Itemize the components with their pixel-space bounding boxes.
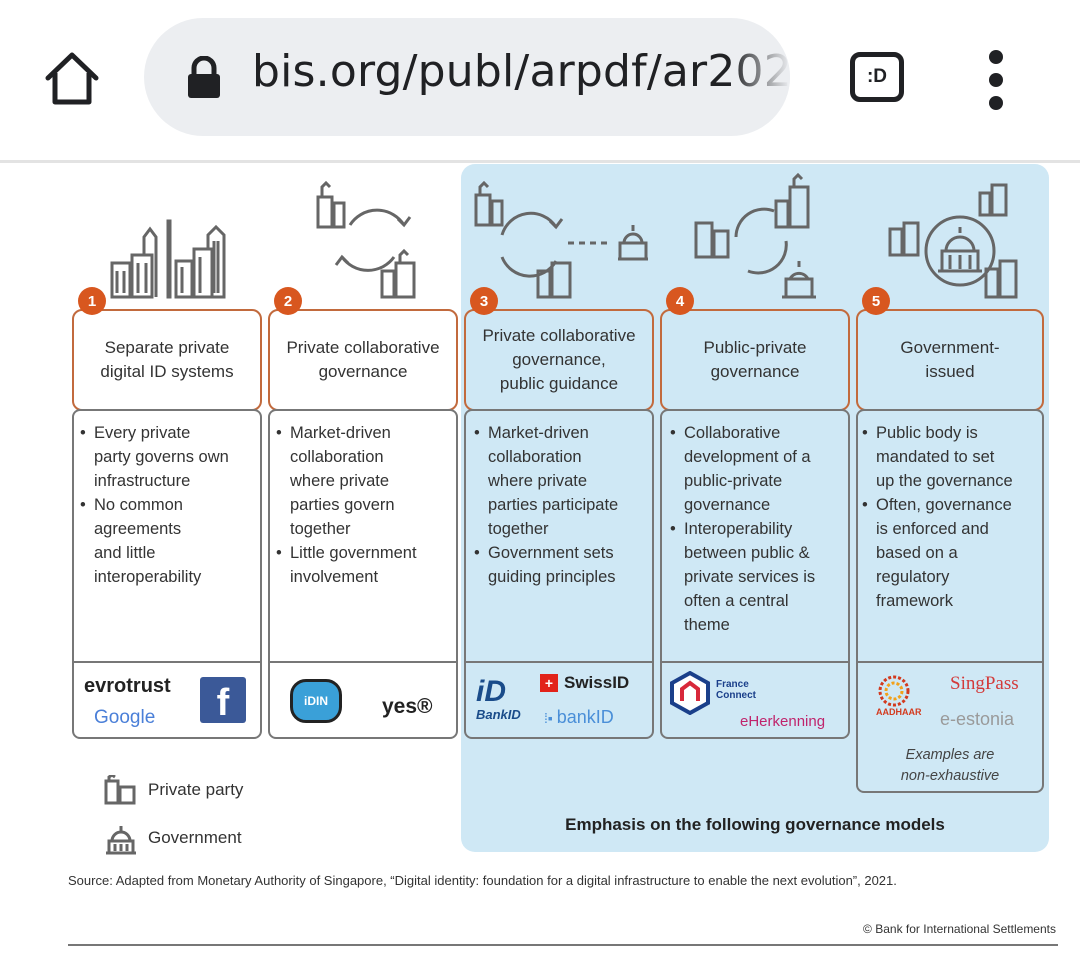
column-2-number: 2: [274, 287, 302, 315]
idin-logo: iDIN: [290, 679, 342, 723]
column-4-header-box: Public-private governance: [660, 309, 850, 411]
column-2-logos: iDIN yes®: [268, 661, 458, 741]
swissid-logo: +SwissID: [540, 673, 629, 693]
column-4-title: Public-private governance: [662, 311, 848, 409]
column-2-title: Private collaborative governance: [270, 311, 456, 409]
column-1-title: Separate private digital ID systems: [74, 311, 260, 409]
column-5-title: Government- issued: [858, 311, 1042, 409]
column-3-bullets: •Market-driven collaboration where priva…: [474, 421, 654, 589]
column-4-bullets: •Collaborative development of a public-p…: [670, 421, 850, 637]
e-estonia-logo: e-estonia: [940, 709, 1014, 730]
home-icon[interactable]: [42, 48, 102, 108]
bottom-rule: [68, 944, 1058, 946]
bullet-item: •Market-driven collaboration where priva…: [474, 421, 654, 541]
column-2-header-box: Private collaborative governance: [268, 309, 458, 411]
column-5-bullets: •Public body is mandated to set up the g…: [862, 421, 1044, 613]
column-5-logos: AADHAAR SingPass e-estonia: [856, 661, 1044, 741]
facebook-logo: f: [200, 677, 246, 723]
bullet-item: •Collaborative development of a public-p…: [670, 421, 850, 517]
column-1-number: 1: [78, 287, 106, 315]
legend-private-label: Private party: [148, 780, 243, 800]
private-with-public-guidance-icon: [472, 181, 652, 306]
bullet-item: •Every private party governs own infrast…: [80, 421, 260, 493]
column-4-number: 4: [666, 287, 694, 315]
government-issued-icon: [886, 181, 1038, 308]
private-party-icon: [104, 775, 138, 805]
legend-government-label: Government: [148, 828, 242, 848]
bullet-item: •Market-driven collaboration where priva…: [276, 421, 456, 541]
column-5-number: 5: [862, 287, 890, 315]
evrotrust-logo: evrotrust: [84, 675, 171, 698]
bankid-sweden-logo: ⁞▪ bankID: [544, 707, 614, 728]
tab-switcher-label: :D: [867, 66, 887, 88]
more-vert-icon[interactable]: [982, 50, 1010, 110]
legend-government: Government: [104, 821, 242, 855]
government-icon: [104, 821, 138, 855]
google-logo: Google: [94, 707, 155, 729]
browser-toolbar: bis.org/publ/arpdf/ar202 :D: [0, 0, 1080, 160]
column-3-title: Private collaborative governance, public…: [466, 311, 652, 409]
column-1-header-box: Separate private digital ID systems: [72, 309, 262, 411]
bullet-item: •Public body is mandated to set up the g…: [862, 421, 1044, 493]
column-1-bullets: •Every private party governs own infrast…: [80, 421, 260, 589]
bullet-item: •Government sets guiding principles: [474, 541, 654, 589]
column-4-logos: France Connect eHerkenning: [660, 661, 850, 741]
column-2-bullets: •Market-driven collaboration where priva…: [276, 421, 456, 589]
eherkenning-logo: eHerkenning: [740, 713, 825, 730]
bullet-item: •Interoperability between public & priva…: [670, 517, 850, 637]
singpass-logo: SingPass: [950, 673, 1019, 695]
aadhaar-icon: [866, 671, 922, 711]
examples-note: Examples are non-exhaustive: [858, 745, 1042, 787]
copyright-note: © Bank for International Settlements: [863, 922, 1056, 936]
lock-icon: [186, 56, 222, 100]
yes-logo: yes®: [382, 695, 433, 719]
bullet-item: •Often, governance is enforced and based…: [862, 493, 1044, 613]
column-3-header-box: Private collaborative governance, public…: [464, 309, 654, 411]
private-parties-icon: [108, 219, 232, 306]
url-text[interactable]: bis.org/publ/arpdf/ar202: [252, 46, 790, 97]
column-3-number: 3: [470, 287, 498, 315]
franceconnect-icon: [670, 671, 710, 711]
column-5-header-box: Government- issued: [856, 309, 1044, 411]
bullet-item: •Little government involvement: [276, 541, 456, 589]
address-bar[interactable]: bis.org/publ/arpdf/ar202: [144, 18, 790, 136]
source-note: Source: Adapted from Monetary Authority …: [68, 871, 1058, 890]
aadhaar-logo: AADHAAR: [876, 707, 922, 717]
emphasis-caption: Emphasis on the following governance mod…: [461, 815, 1049, 835]
url-fade: [730, 18, 790, 136]
public-private-icon: [690, 171, 830, 308]
bullet-item: •No common agreements and little interop…: [80, 493, 260, 589]
tab-switcher-button[interactable]: :D: [850, 52, 904, 102]
legend-private-party: Private party: [104, 775, 243, 805]
private-collaboration-icon: [314, 181, 424, 306]
governance-figure: Separate private digital ID systems 1 Pr…: [0, 163, 1080, 969]
franceconnect-logo: France Connect: [716, 679, 756, 701]
column-1-logos: evrotrust Google f: [72, 661, 262, 741]
